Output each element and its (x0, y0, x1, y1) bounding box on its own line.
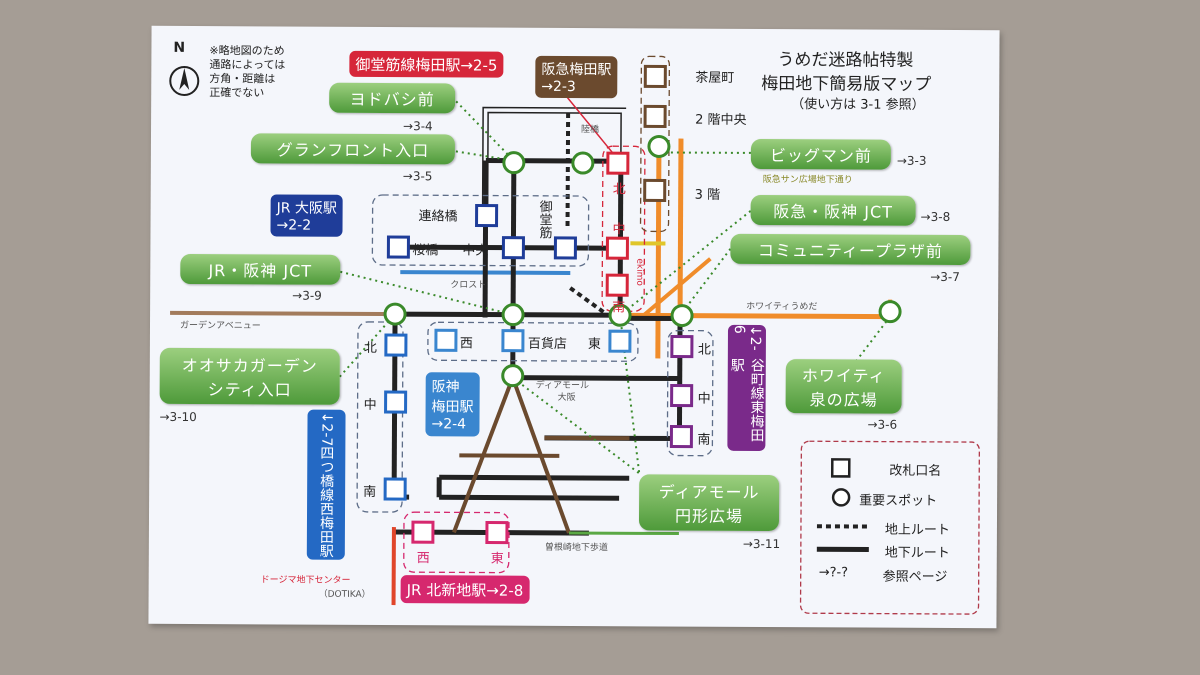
legend-ground: 地上ルート (885, 519, 950, 538)
kitashinchi-east: 東 (491, 548, 504, 567)
title-line1: うめだ迷路帖特製 (777, 45, 913, 71)
spot-grand-front[interactable]: グランフロント入口 (251, 133, 455, 164)
midosuji-station-label[interactable]: 御堂筋線梅田駅→2-5 (349, 51, 503, 78)
legend-spot: 重要スポット (859, 489, 937, 508)
label-dotika1: ドージマ地下センター (261, 572, 351, 585)
yotsubashi-north: 北 (364, 337, 377, 356)
tanimachi-ref: ↓2-6 (731, 325, 763, 358)
hankyu-label-line2: →2-3 (541, 79, 576, 95)
title-line3: （使い方は 3-1 参照） (791, 93, 925, 113)
hankyu-station-label[interactable]: 阪急梅田駅 →2-3 (535, 56, 617, 98)
spot-jr-hanshin-jct[interactable]: JR・阪神 JCT (180, 254, 340, 285)
label-diamor-osaka2: 大阪 (558, 390, 576, 403)
legend-underground: 地下ルート (885, 542, 950, 561)
diamor-ref: →3-11 (743, 537, 780, 551)
map-card: うめだ迷路帖特製 梅田地下簡易版マップ （使い方は 3-1 参照） N ※略地図… (148, 26, 999, 628)
label-rikkyo: 陸橋 (581, 122, 599, 135)
whity-ref: →3-6 (867, 418, 897, 432)
yotsubashi-middle: 中 (364, 394, 377, 413)
title-line2: 梅田地下簡易版マップ (761, 69, 931, 95)
tanimachi-middle: 中 (698, 388, 711, 407)
hanshin-line3: →2-4 (431, 416, 466, 432)
gate-sakurabashi: 桜橋 (412, 239, 438, 258)
whity-line2: 泉の広場 (810, 386, 878, 410)
label-sonezaki: 曽根崎地下歩道 (545, 540, 608, 553)
spot-bigman[interactable]: ビッグマン前 (751, 139, 891, 170)
midosuji-north: 北 (613, 178, 626, 197)
yodobashi-ref: →3-4 (403, 119, 433, 133)
label-floor3: 3 階 (695, 184, 721, 203)
hanshin-dept: 百貨店 (528, 333, 567, 352)
spot-whity-izumi[interactable]: ホワイティ 泉の広場 (786, 359, 902, 414)
jr-osaka-line2: →2-2 (276, 217, 311, 233)
hankyu-hanshin-ref: →3-8 (921, 210, 951, 224)
label-ekimo: ekimo (634, 258, 644, 286)
whity-line1: ホワイティ (802, 362, 886, 386)
legend-gate: 改札口名 (889, 460, 941, 479)
route-lines (148, 26, 999, 628)
spot-osaka-garden-city[interactable]: オオサカガーデン シティ入口 (160, 348, 340, 405)
community-ref: →3-7 (930, 270, 960, 284)
jr-kitashinchi-station-label[interactable]: JR 北新地駅→2-8 (401, 575, 530, 604)
hanshin-station-label[interactable]: 阪神 梅田駅 →2-4 (425, 372, 479, 436)
grand-front-ref: →3-5 (403, 169, 433, 183)
osaka-garden-line2: シティ入口 (208, 376, 292, 400)
label-cross: クロスト (450, 277, 486, 290)
gate-midosuji: 御堂筋 (534, 200, 553, 239)
spot-yodobashi[interactable]: ヨドバシ前 (329, 83, 455, 114)
label-whity-umeda: ホワイティうめだ (746, 299, 817, 312)
label-chayamachi: 茶屋町 (695, 67, 734, 86)
label-hankyu-sanban: 阪急サン広場地下通り (763, 172, 853, 185)
kitashinchi-west: 西 (417, 547, 430, 566)
label-garden-avenue: ガーデンアベニュー (180, 318, 261, 331)
hankyu-label-line1: 阪急梅田駅 (541, 59, 611, 79)
jr-osaka-line1: JR 大阪駅 (277, 197, 337, 217)
ground-routes (513, 113, 606, 313)
osaka-garden-line1: オオサカガーデン (182, 352, 318, 377)
gate-chuo: 中央 (462, 239, 488, 258)
jr-hanshin-ref: →3-9 (292, 289, 322, 303)
spot-community-plaza[interactable]: コミュニティープラザ前 (730, 234, 970, 265)
tanimachi-north: 北 (698, 339, 711, 358)
tanimachi-name: 谷町線東梅田駅 (726, 358, 766, 451)
gate-renrakubashi: 連絡橋 (419, 205, 458, 224)
spot-diamor-plaza[interactable]: ディアモール 円形広場 (639, 474, 779, 531)
compass-icon: N (173, 40, 185, 56)
tanimachi-south: 南 (697, 429, 710, 448)
hanshin-line2: 梅田駅 (432, 396, 474, 416)
label-dotika2: （DOTIKA） (319, 587, 371, 600)
bigman-ref: →3-3 (897, 154, 927, 168)
midosuji-middle: 中 (612, 218, 625, 237)
note-line4: 正確でない (209, 84, 264, 100)
yotsubashi-south: 南 (363, 481, 376, 500)
spot-hankyu-hanshin-jct[interactable]: 阪急・阪神 JCT (751, 195, 916, 226)
yotsubashi-ref: ↓2-7 (318, 411, 334, 446)
legend-ref: 参照ページ (883, 566, 948, 585)
midosuji-south: 南 (612, 296, 625, 315)
osaka-garden-ref: →3-10 (159, 410, 196, 424)
label-floor2: 2 階中央 (695, 109, 747, 128)
diamor-line1: ディアモール (659, 478, 760, 503)
jr-osaka-station-label[interactable]: JR 大阪駅 →2-2 (270, 194, 343, 236)
yotsubashi-name: 四つ橋線西梅田駅 (316, 446, 337, 558)
hanshin-east: 東 (588, 333, 601, 352)
hanshin-west: 西 (460, 332, 473, 351)
legend-ref-symbol: →?-? (819, 565, 848, 580)
hanshin-line1: 阪神 (432, 376, 460, 396)
diamor-line2: 円形広場 (675, 503, 743, 527)
